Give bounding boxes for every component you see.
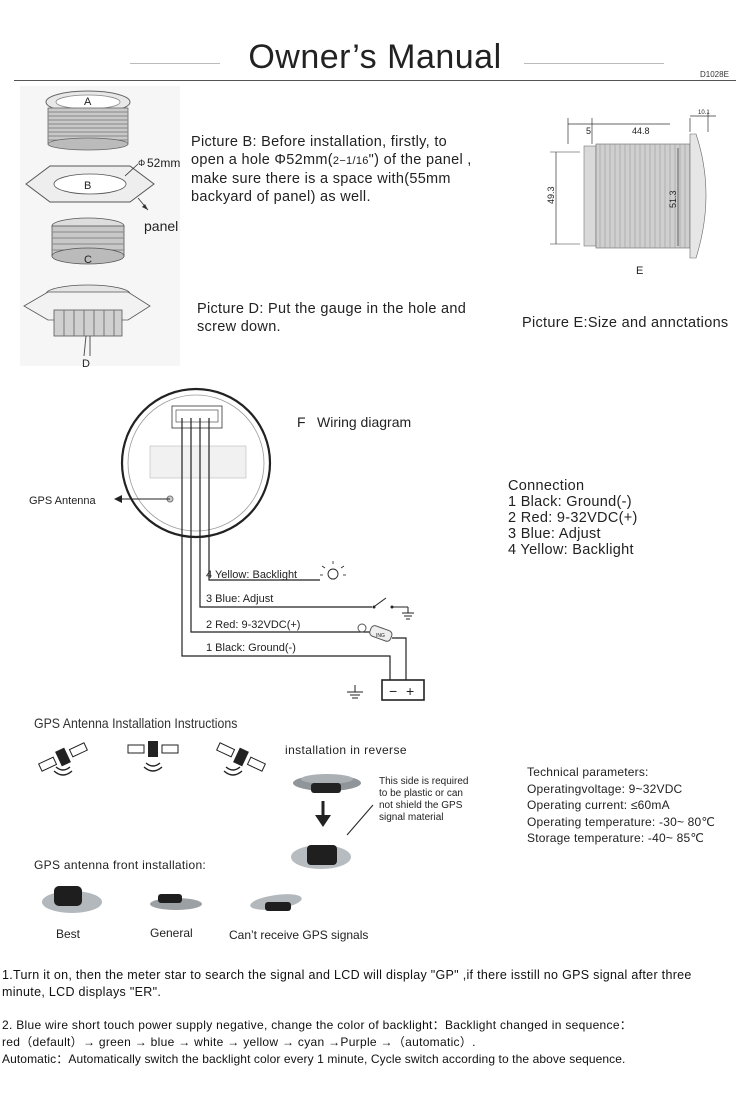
- label-b: B: [84, 180, 91, 192]
- wire-2-label: 2 Red: 9-32VDC(+): [206, 619, 300, 631]
- instruction-1: 1.Turn it on, then the meter star to sea…: [2, 967, 748, 1001]
- instruction-2-line-1: 2. Blue wire short touch power supply ne…: [2, 1018, 633, 1032]
- ignition-label: ING: [376, 633, 385, 639]
- wiring-title: Wiring diagram: [317, 414, 411, 430]
- tech-current: Operating current: ≤60mA: [527, 798, 670, 812]
- connection-item: 4 Yellow: Backlight: [508, 542, 634, 558]
- note-line-3: not shield the GPS: [379, 800, 463, 811]
- size-drawing: 5 44.8 10.1 49.3 51.3 E: [546, 110, 716, 277]
- picture-d-line-1: Picture D: Put the gauge in the hole and: [197, 301, 467, 317]
- instruction-1-line-2: minute, LCD displays "ER".: [2, 985, 162, 999]
- antenna-general-figure: [150, 894, 202, 910]
- gps-antenna-label: GPS Antenna: [29, 495, 97, 507]
- note-line-2: to be plastic or can: [379, 788, 463, 799]
- note-line-4: signal material: [379, 812, 444, 823]
- tech-title: Technical parameters:: [527, 765, 649, 779]
- hole-dimension: 52mm: [147, 156, 180, 170]
- installation-figures: A B C D Φ 52mm: [20, 86, 180, 370]
- dim-top-right: 10.1: [698, 110, 710, 116]
- tech-storage-temp: Storage temperature: -40~ 85℃: [527, 831, 705, 845]
- title-rule-left: [130, 63, 220, 64]
- cannot-receive-label: Can’t receive GPS signals: [229, 928, 369, 942]
- picture-b-line-2-start: open a hole Φ52mm(: [191, 152, 333, 168]
- front-install-figures: [42, 886, 302, 913]
- switch-icon: [372, 597, 414, 620]
- ignition-key-icon: ING: [357, 623, 407, 680]
- label-d: D: [82, 358, 90, 370]
- down-arrow-icon: [315, 815, 331, 827]
- best-label: Best: [56, 927, 81, 941]
- wire-4-label: 4 Yellow: Backlight: [206, 569, 297, 581]
- general-label: General: [150, 926, 193, 940]
- battery-minus: −: [389, 683, 397, 699]
- label-e: E: [636, 265, 643, 277]
- picture-d-line-2: screw down.: [197, 319, 281, 335]
- gauge-part-a-figure: [45, 90, 131, 151]
- instruction-1-line-1: 1.Turn it on, then the meter star to sea…: [2, 968, 692, 982]
- picture-d-text: Picture D: Put the gauge in the hole and…: [197, 300, 507, 336]
- picture-e-caption: Picture E:Size and annctations: [522, 315, 729, 331]
- connection-item: 2 Red: 9-32VDC(+): [508, 510, 638, 526]
- instruction-2-line-2: red（default）→ green → blue → white → yel…: [2, 1035, 476, 1049]
- satellite-icon: [37, 742, 89, 772]
- picture-b-line-2-end: ") of the panel ,: [368, 152, 472, 168]
- reverse-install-figure: [291, 774, 374, 869]
- tech-operating-temp: Operating temperature: -30~ 80℃: [527, 814, 716, 829]
- antenna-best-figure: [42, 886, 102, 913]
- picture-b-line-4: backyard of panel) as well.: [191, 189, 371, 205]
- satellite-icon: [127, 741, 179, 757]
- wire-1-label: 1 Black: Ground(-): [206, 642, 296, 654]
- picture-b-text: Picture B: Before installation, firstly,…: [191, 133, 521, 206]
- picture-b-line-1: Picture B: Before installation, firstly,…: [191, 134, 448, 150]
- reverse-install-note: This side is required to be plastic or c…: [379, 776, 489, 824]
- ground-icon: [347, 685, 363, 699]
- technical-parameters: Technical parameters: Operatingvoltage: …: [527, 764, 747, 847]
- label-a: A: [84, 96, 92, 108]
- assembled-part-d-figure: [23, 284, 151, 357]
- bulb-icon: [320, 561, 346, 580]
- tech-voltage: Operatingvoltage: 9~32VDC: [527, 781, 683, 796]
- gps-install-heading: GPS Antenna Installation Instructions: [34, 715, 238, 731]
- picture-b-fraction: 2−1/16: [332, 155, 369, 167]
- front-install-heading: GPS antenna front installation:: [34, 858, 207, 872]
- dim-top-large: 44.8: [632, 126, 650, 136]
- picture-b-line-3: make sure there is a space with(55mm: [191, 171, 451, 187]
- panel-label: panel: [144, 218, 179, 234]
- antenna-cannot-receive-figure: [250, 894, 302, 911]
- dim-left: 49.3: [546, 186, 556, 204]
- wiring-diagram: ING − + F Wiring diagram GPS Antenna 4 Y…: [29, 387, 425, 701]
- satellite-icons: [37, 741, 267, 776]
- dim-right: 51.3: [668, 190, 678, 208]
- title-rule-right: [524, 63, 664, 64]
- connection-item: 3 Blue: Adjust: [508, 526, 601, 542]
- instruction-2-line-3: Automatic：Automatically switch the backl…: [2, 1052, 626, 1066]
- reverse-install-label: installation in reverse: [285, 743, 407, 757]
- instruction-2: 2. Blue wire short touch power supply ne…: [2, 1017, 748, 1068]
- diameter-symbol: Φ: [138, 158, 145, 168]
- label-c: C: [84, 254, 92, 266]
- connection-list: Connection 1 Black: Ground(-) 2 Red: 9-3…: [508, 478, 748, 558]
- dim-top-small: 5: [586, 126, 591, 136]
- page-title: Owner’s Manual: [248, 38, 502, 76]
- connection-item: 1 Black: Ground(-): [508, 494, 632, 510]
- panel-part-b-figure: [25, 163, 155, 211]
- note-line-1: This side is required: [379, 776, 469, 787]
- battery-plus: +: [406, 683, 414, 699]
- satellite-icon: [215, 742, 267, 772]
- header-divider: [14, 80, 736, 81]
- battery-icon: − +: [381, 679, 425, 701]
- connector: [171, 405, 223, 429]
- document-code: D1028E: [700, 70, 729, 79]
- picture-b-line-2: open a hole Φ52mm(2−1/16") of the panel …: [191, 151, 521, 170]
- connection-title: Connection: [508, 478, 585, 494]
- wiring-letter: F: [297, 414, 306, 430]
- nut-part-c-figure: [51, 217, 125, 265]
- wire-3-label: 3 Blue: Adjust: [206, 593, 273, 605]
